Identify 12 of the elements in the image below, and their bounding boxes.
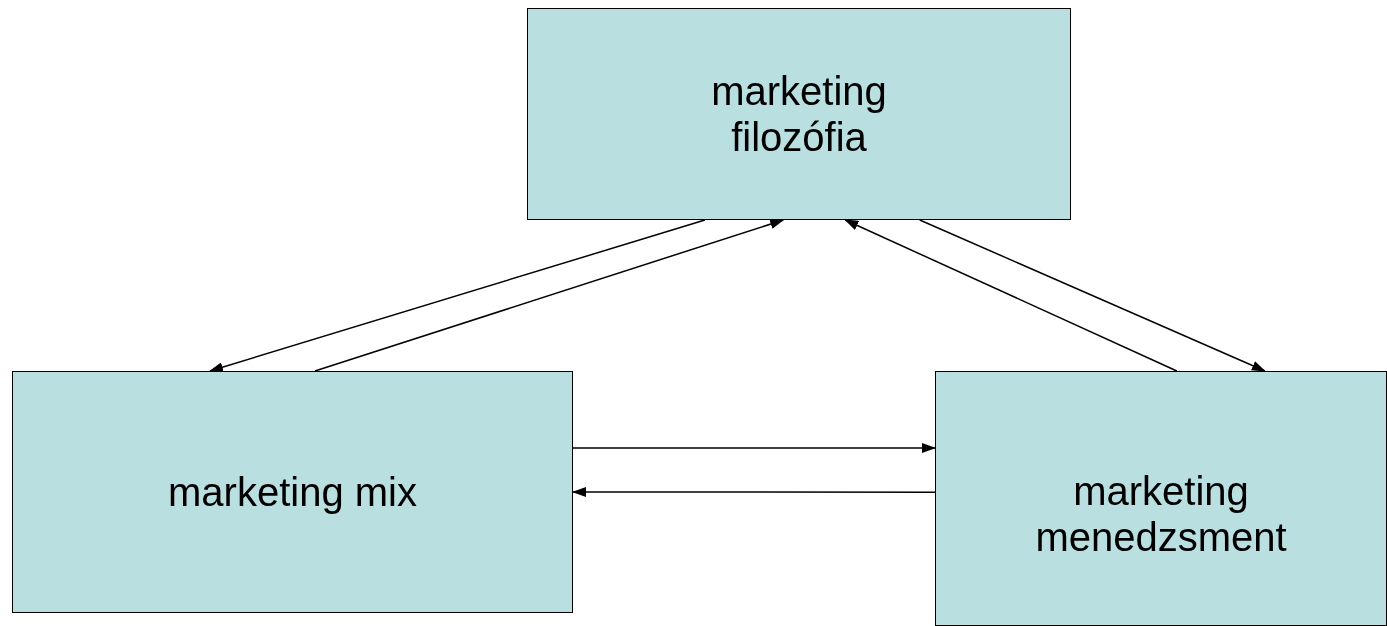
arrow	[572, 487, 936, 497]
box-label: marketing filozófia	[710, 68, 888, 160]
box-label: marketing mix	[168, 469, 417, 515]
box-label: marketing menedzsment	[1034, 467, 1288, 560]
arrow	[314, 219, 785, 372]
arrow	[572, 443, 936, 453]
arrow	[209, 219, 706, 372]
process-box	[12, 371, 573, 613]
arrow	[919, 219, 1266, 372]
process-box	[935, 371, 1387, 626]
process-box	[527, 8, 1071, 220]
arrow	[844, 219, 1178, 372]
